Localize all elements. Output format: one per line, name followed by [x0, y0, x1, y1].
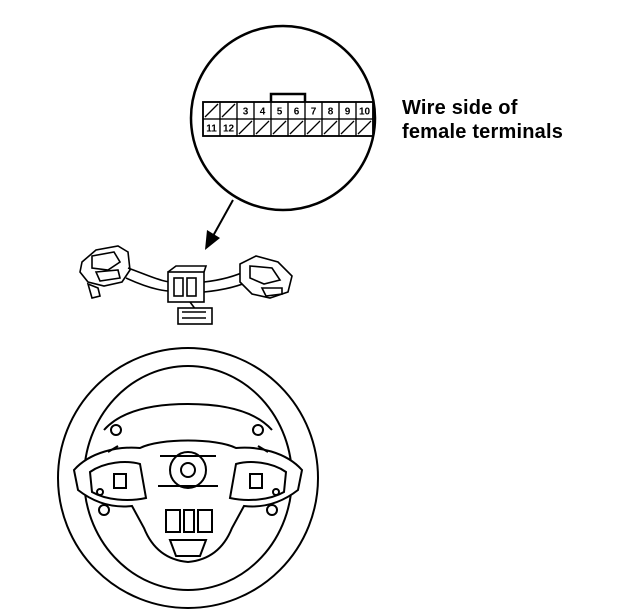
unused-terminal-slash: [340, 120, 355, 135]
unused-terminal-slash: [204, 103, 219, 118]
terminal-number: 6: [294, 107, 300, 118]
unused-terminal-slash: [357, 120, 372, 135]
switch-harness-icon: [79, 245, 293, 325]
terminal-number: 7: [311, 107, 317, 118]
terminal-number: 3: [243, 107, 249, 118]
caption-line-2: female terminals: [402, 121, 564, 143]
unused-terminal-slash: [323, 120, 338, 135]
terminal-number: 11: [206, 124, 217, 135]
terminal-number: 5: [277, 107, 283, 118]
terminal-number: 12: [223, 124, 235, 135]
caption: Wire side of female terminals: [402, 96, 563, 144]
connector-lock-tab: [269, 92, 307, 102]
unused-terminal-slash: [289, 120, 304, 135]
unused-terminal-slash: [272, 120, 287, 135]
unused-terminal-slash: [238, 120, 253, 135]
terminal-number: 9: [345, 107, 351, 118]
caption-line-1: Wire side of: [402, 97, 518, 119]
terminal-number: 8: [328, 107, 334, 118]
unused-terminal-slash: [306, 120, 321, 135]
unused-terminal-slash: [255, 120, 270, 135]
terminal-cell: [355, 118, 374, 137]
steering-wheel-icon: [57, 347, 319, 609]
unused-terminal-slash: [221, 103, 236, 118]
arrow-icon: [205, 199, 234, 250]
terminal-number: 4: [260, 107, 266, 118]
terminal-number: 10: [359, 107, 371, 118]
